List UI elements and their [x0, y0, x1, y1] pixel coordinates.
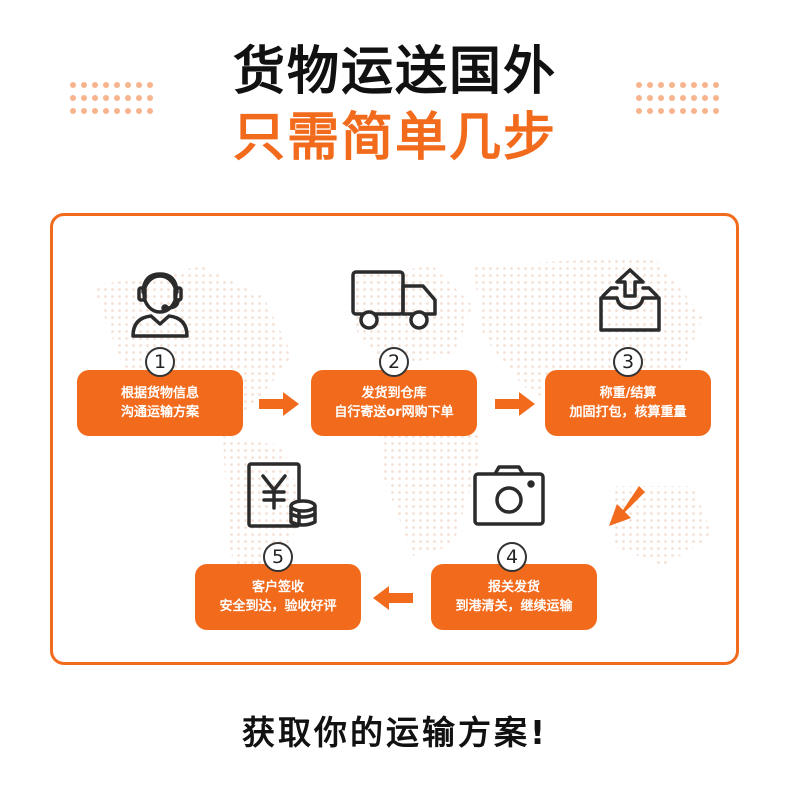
decorative-dot	[114, 82, 120, 88]
decorative-dot	[103, 108, 109, 114]
step-4-title: 报关发货	[487, 580, 540, 595]
decorative-dots-right	[636, 82, 724, 122]
step-4-number: 4	[497, 542, 527, 572]
decorative-dot	[81, 82, 87, 88]
step-5-number: 5	[263, 542, 293, 572]
decorative-dot	[636, 95, 642, 101]
decorative-dot	[647, 95, 653, 101]
decorative-dot	[658, 95, 664, 101]
decorative-dot	[636, 82, 642, 88]
arrow-down-left-icon	[609, 486, 645, 526]
decorative-dot	[136, 82, 142, 88]
step-5-card: 客户签收 安全到达，验收好评	[195, 564, 361, 630]
arrow-right-icon	[259, 392, 299, 416]
decorative-dot	[114, 95, 120, 101]
step-3-title: 称重/结算	[599, 386, 657, 401]
payment-coins-icon	[247, 462, 317, 528]
decorative-dot	[103, 95, 109, 101]
decorative-dot	[647, 108, 653, 114]
truck-icon	[351, 270, 437, 330]
decorative-dot	[669, 108, 675, 114]
decorative-dots-left	[70, 82, 158, 122]
step-3-number: 3	[613, 347, 643, 377]
decorative-dot	[636, 108, 642, 114]
page-title: 货物运送国外	[232, 42, 557, 102]
decorative-dot	[114, 108, 120, 114]
decorative-dot	[125, 82, 131, 88]
step-1-number: 1	[145, 347, 175, 377]
step-4-desc: 到港清关，继续运输	[455, 599, 573, 614]
decorative-dot	[125, 95, 131, 101]
step-2-card: 发货到仓库 自行寄送or网购下单	[311, 370, 477, 436]
step-2-title: 发货到仓库	[361, 386, 427, 401]
decorative-dot	[691, 95, 697, 101]
decorative-dot	[702, 95, 708, 101]
decorative-dot	[713, 95, 719, 101]
step-2-number: 2	[379, 347, 409, 377]
decorative-dot	[81, 108, 87, 114]
decorative-dot	[691, 82, 697, 88]
step-4-card: 报关发货 到港清关，继续运输	[431, 564, 597, 630]
step-1-card: 根据货物信息 沟通运输方案	[77, 370, 243, 436]
decorative-dot	[713, 108, 719, 114]
decorative-dot	[680, 95, 686, 101]
step-2-desc: 自行寄送or网购下单	[334, 405, 454, 420]
decorative-dot	[81, 95, 87, 101]
decorative-dot	[147, 108, 153, 114]
package-box-icon	[599, 268, 661, 332]
decorative-dot	[136, 108, 142, 114]
decorative-dot	[680, 108, 686, 114]
decorative-dot	[680, 82, 686, 88]
decorative-dot	[669, 82, 675, 88]
decorative-dot	[70, 108, 76, 114]
decorative-dot	[92, 82, 98, 88]
arrow-left-icon	[373, 586, 413, 610]
decorative-dot	[103, 82, 109, 88]
decorative-dot	[658, 108, 664, 114]
decorative-dot	[125, 108, 131, 114]
decorative-dot	[92, 108, 98, 114]
arrow-right-icon	[495, 392, 535, 416]
decorative-dot	[702, 108, 708, 114]
call-to-action: 获取你的运输方案!	[241, 713, 549, 752]
page-subtitle: 只需简单几步	[232, 108, 557, 168]
step-1-desc: 沟通运输方案	[120, 405, 199, 420]
decorative-dot	[147, 95, 153, 101]
decorative-dot	[702, 82, 708, 88]
decorative-dot	[658, 82, 664, 88]
decorative-dot	[647, 82, 653, 88]
decorative-dot	[70, 95, 76, 101]
step-5-desc: 安全到达，验收好评	[219, 599, 337, 614]
decorative-dot	[136, 95, 142, 101]
decorative-dot	[147, 82, 153, 88]
steps-panel: 1 根据货物信息 沟通运输方案 2 发货到仓库 自行寄送or网购下单	[50, 213, 739, 665]
decorative-dot	[92, 95, 98, 101]
camera-icon	[473, 465, 545, 526]
decorative-dot	[713, 82, 719, 88]
step-5-title: 客户签收	[251, 580, 304, 595]
step-3-desc: 加固打包，核算重量	[569, 405, 687, 420]
step-3-card: 称重/结算 加固打包，核算重量	[545, 370, 711, 436]
decorative-dot	[691, 108, 697, 114]
decorative-dot	[70, 82, 76, 88]
step-1-title: 根据货物信息	[120, 386, 199, 401]
decorative-dot	[669, 95, 675, 101]
customer-service-icon	[131, 272, 189, 338]
